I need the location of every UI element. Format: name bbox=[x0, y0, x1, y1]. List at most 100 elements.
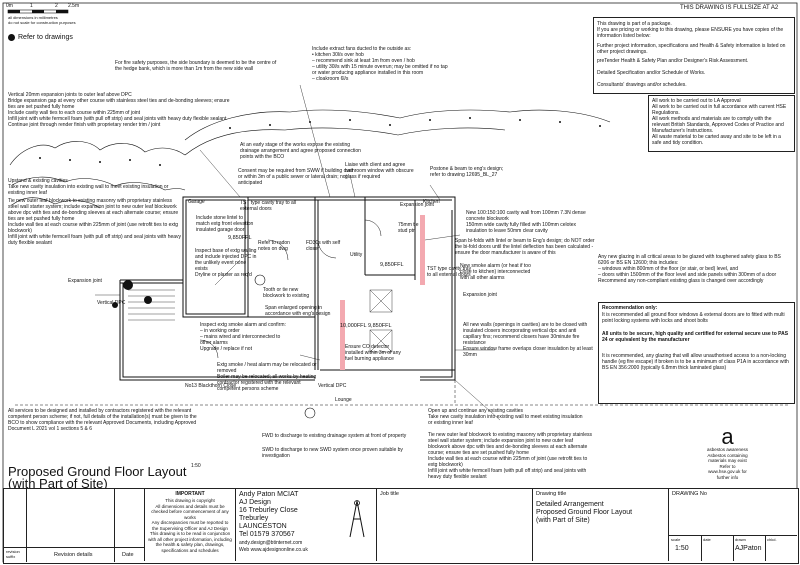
recommendation-units: All units to be secure, high quality and… bbox=[602, 331, 789, 343]
open-up-bottom-note: Open up and continue any existing caviti… bbox=[428, 408, 583, 426]
glazing-note: Any new glazing in all critical areas to… bbox=[598, 254, 781, 284]
level-lounge: 10,000FFL bbox=[340, 323, 367, 329]
note-standards: All work methods and materials are to co… bbox=[652, 116, 784, 134]
hedge-outline bbox=[9, 109, 611, 209]
scale-note-dimensions: all dimensions in millimetres bbox=[8, 15, 58, 20]
revision-date-label: Date bbox=[122, 552, 134, 558]
tooth-blockwork-note: Tooth or tie new blockwork to existing bbox=[263, 287, 310, 299]
scale-value: 1:50 bbox=[675, 545, 689, 552]
designer-town: LAUNCESTON bbox=[239, 523, 287, 530]
scale-bar-label-0: 0m bbox=[6, 3, 13, 9]
scale-bar-graphic bbox=[7, 9, 69, 14]
revision-area: revision suffix Revision details Date bbox=[4, 489, 145, 562]
note-waste: All waste material to be carted away and… bbox=[652, 134, 781, 146]
drawing-no-label: DRAWING No bbox=[672, 491, 707, 497]
designer-company: AJ Design bbox=[239, 499, 271, 506]
scale-label: scale bbox=[671, 537, 681, 542]
refer-label: Refer to drawings bbox=[18, 34, 73, 41]
drainage-note: At an early stage of the works expose th… bbox=[240, 142, 361, 160]
leader-lines bbox=[95, 84, 501, 421]
span-opening-note: Span enlarged opening in accordance with… bbox=[265, 305, 331, 317]
designer-phone: Tel 01579 370567 bbox=[239, 531, 295, 538]
tie-outer-leaf-bottom-note: Tie new outer leaf blockwork to existing… bbox=[428, 432, 593, 480]
revision-suffix-label: revision suffix bbox=[6, 549, 20, 559]
recommendation-heading: Recommendation only: bbox=[602, 305, 658, 311]
designer-web[interactable]: Web www.ajdesignonline.co.uk bbox=[239, 547, 308, 553]
revision-header-row: revision suffix Revision details Date bbox=[4, 547, 144, 562]
injected-dpc-note: Inspect base of extg walling and include… bbox=[195, 248, 257, 278]
tie-outer-leaf-note: Tie new outer leaf blockwork to existing… bbox=[8, 198, 182, 246]
designer-email[interactable]: andy.design@btinternet.com bbox=[239, 540, 303, 546]
package-line-1: This drawing is part of a package. bbox=[597, 21, 672, 27]
package-line-2: If you are pricing or working to this dr… bbox=[597, 27, 784, 39]
job-title-label: Job title bbox=[380, 491, 399, 497]
bifold-doors-note: Span bi-folds with lintel or beam to Eng… bbox=[455, 238, 595, 256]
drawn-value: AJPaton bbox=[735, 545, 762, 552]
cavity-tray-note: TST type cavity tray to all external doo… bbox=[240, 200, 297, 212]
scale-bar-label-2: 2 bbox=[55, 3, 58, 9]
note-hse: All work to be carried out in full accor… bbox=[652, 104, 787, 116]
drawing-title-text-2: Proposed Ground Floor Layout bbox=[536, 509, 633, 516]
cavity-wall-spec-note: New 100:150:100 cavity wall from 100mm 7… bbox=[466, 210, 586, 234]
job-title-panel: Job title bbox=[377, 489, 533, 561]
package-line-5: Detailed Specification and/or Schedule o… bbox=[597, 70, 706, 76]
package-line-4: preTender Health & Safety Plan and/or De… bbox=[597, 58, 749, 64]
expansion-joint-left-label: Expansion joint bbox=[68, 278, 102, 284]
expansion-joint-label-2: Expansion joint bbox=[463, 292, 497, 298]
building-walls bbox=[119, 196, 456, 381]
boundary-lines bbox=[15, 380, 790, 406]
drawing-title-panel: Drawing title Detailed Arrangement Propo… bbox=[533, 489, 669, 561]
room-garage: Garage bbox=[188, 199, 205, 205]
inspect-smoke-alarm-note: Inspect extg smoke alarm and confirm: – … bbox=[200, 322, 286, 352]
radon-marker bbox=[254, 274, 266, 286]
drain-marker bbox=[304, 407, 316, 419]
stud-partition-note: 75mm tie stud ptn bbox=[398, 222, 419, 234]
smoke-alarm-note: New smoke alarm (or heat if too close to… bbox=[460, 263, 531, 281]
drawing-reference-icon bbox=[8, 34, 15, 41]
compass-icon bbox=[349, 500, 365, 538]
recommendation-box: Recommendation only: It is recommended a… bbox=[598, 302, 795, 404]
hedge-marks bbox=[39, 117, 601, 166]
note-la-approval: All work to be carried out to LA Approva… bbox=[652, 98, 741, 104]
cavity-closers-note: All new walls (openings in cavities) are… bbox=[463, 322, 593, 358]
boiler-relocation-note: Extg smoke / heat alarm may be relocated… bbox=[217, 362, 317, 392]
expansion-joint-label: Expansion joint bbox=[400, 202, 434, 208]
level-kitchen: 9,850FFL bbox=[368, 323, 392, 329]
open-up-cavities-note: Upstand & existing cavities Take new cav… bbox=[8, 178, 169, 196]
asbestos-text: asbestos awareness Asbestos containing m… bbox=[706, 447, 749, 480]
level-utility: 9,850FFL bbox=[380, 262, 404, 268]
room-kitchen: Kitchen bbox=[423, 199, 440, 205]
drawing-number-panel: DRAWING No scale 1:50 date drawn AJPaton… bbox=[669, 489, 797, 561]
revision-details-label: Revision details bbox=[54, 552, 93, 558]
recommendation-body: It is recommended all ground floor windo… bbox=[602, 312, 785, 324]
designer-address-1: 16 Treburley Close bbox=[239, 507, 298, 514]
scale-bar-label-3: 2.5m bbox=[68, 3, 80, 9]
designer-address-2: Treburley bbox=[239, 515, 269, 522]
fd30s-note: FD30s with self closer bbox=[306, 240, 341, 252]
room-lounge: Lounge bbox=[335, 397, 352, 403]
refer-to-drawings[interactable]: Refer to drawings bbox=[8, 34, 73, 41]
door-swings bbox=[199, 219, 382, 359]
postone-beam-note: Postone & beam to eng's design; refer to… bbox=[430, 166, 504, 178]
asbestos-logo: a bbox=[721, 424, 734, 449]
ext-cavity-tray-note: TST type cavity tray to all external doo… bbox=[427, 266, 472, 278]
stone-lintel-note: Include stone lintel to match extg front… bbox=[196, 215, 254, 233]
bathroom-window-note: Liaise with client and agree bathroom wi… bbox=[345, 162, 414, 180]
vertical-dpc-label-2: Vertical DPC bbox=[318, 383, 347, 389]
important-panel: IMPORTANT This drawing is copyright All … bbox=[145, 489, 236, 561]
asbestos-panel: a asbestos awareness Asbestos containing… bbox=[705, 424, 750, 480]
radon-note: Refer to radon notes on dwg bbox=[258, 240, 290, 252]
drawing-title-line1: Proposed Ground Floor Layout bbox=[8, 464, 187, 479]
general-notes-box: All work to be carried out to LA Approva… bbox=[648, 95, 795, 152]
designer-panel: Andy Paton MCIAT AJ Design 16 Treburley … bbox=[236, 489, 377, 561]
package-line-3: Further project information, specificati… bbox=[597, 43, 786, 55]
expansion-joint-note: Vertical 20mm expansion joints to outer … bbox=[8, 92, 230, 128]
title-block: revision suffix Revision details Date IM… bbox=[3, 488, 799, 564]
drawing-title: Proposed Ground Floor Layout 1:50 bbox=[8, 463, 201, 481]
level-garage: 9,850FFL bbox=[228, 235, 252, 241]
designer-name: Andy Paton MCIAT bbox=[239, 491, 299, 498]
sww-consent-note: Consent may be required from SWW if buil… bbox=[238, 168, 354, 186]
scale-note-construction: do not scale for construction purposes bbox=[8, 20, 76, 25]
chkd-label: chkd. bbox=[767, 537, 777, 542]
date-label: date bbox=[703, 537, 711, 542]
